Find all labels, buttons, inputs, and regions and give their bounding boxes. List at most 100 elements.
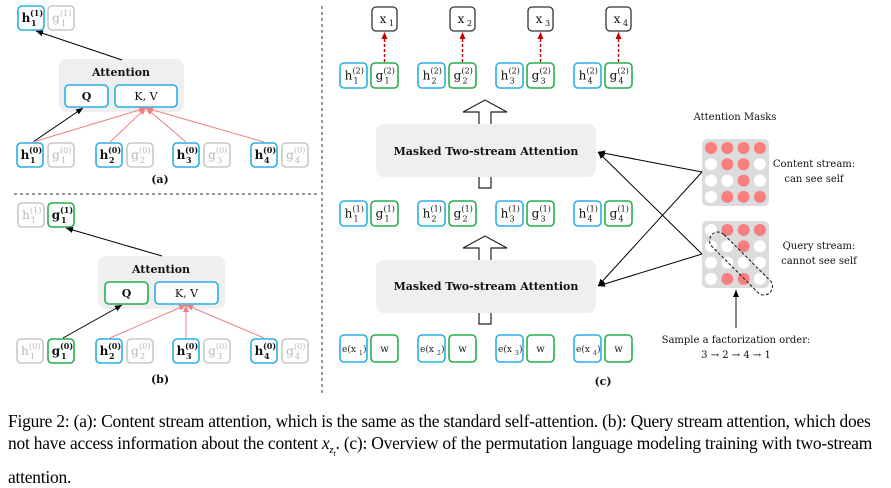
token-c-l2-h3-box (495, 62, 524, 89)
input-w-box-4 (604, 334, 633, 363)
content-mask-cell-4-3 (737, 190, 750, 203)
token-c-l1-g4-subscript: 4 (619, 215, 624, 224)
arrow-content-mask-to-upper (597, 150, 703, 173)
token-a-bottom-h2-superscript: (0) (108, 145, 121, 155)
token-a-bottom-g4-superscript: (0) (294, 146, 305, 155)
token-c-l1-h4-subscript: 4 (588, 215, 593, 224)
token-c-l1-h4-label: h (579, 207, 587, 221)
token-c-l2-g1-label: g (376, 69, 384, 83)
token-b-bottom-g2-label: g (131, 344, 139, 358)
input-embedding-paren-1: ) (363, 344, 367, 355)
token-b-bottom-h2-subscript: 2 (109, 351, 115, 361)
token-c-l1-g2-label: g (454, 207, 462, 221)
token-a-bottom-h1-superscript: (0) (29, 145, 42, 155)
token-c-l2-g4-label: g (610, 69, 618, 83)
output-subscript-x1: 1 (389, 19, 394, 28)
token-b-bottom-h3-label: h (177, 344, 186, 358)
token-c-l2-h2-box (417, 62, 446, 89)
query-mask-cell-4-1 (705, 272, 717, 285)
arrow-a-kv-3 (145, 107, 187, 143)
token-c-l2-h2-label: h (423, 69, 431, 83)
token-b-top-g1-label: g (52, 208, 61, 222)
kv-box-a (114, 84, 178, 108)
token-c-l1-g2-superscript: (1) (462, 205, 473, 214)
token-b-bottom-g3-subscript: 3 (217, 352, 222, 361)
token-c-l2-h3-label: h (501, 69, 509, 83)
token-c-l2-g3-label: g (532, 69, 540, 83)
block-arrow-lower-out (462, 235, 508, 260)
token-c-l2-h4-subscript: 4 (588, 77, 593, 86)
token-c-l2-g3-subscript: 3 (541, 77, 546, 86)
token-b-bottom-g3-label: g (208, 344, 216, 358)
token-a-bottom-h4-box (250, 142, 278, 168)
content-mask-cell-3-2 (721, 174, 734, 187)
q-label-b: Q (122, 287, 132, 300)
token-c-l2-h2-subscript: 2 (432, 77, 437, 86)
arrow-a-output (35, 30, 123, 61)
token-a-bottom-g3-label: g (208, 148, 216, 162)
token-b-bottom-h1-label: h (21, 344, 29, 358)
token-c-l1-g4-box (604, 200, 633, 227)
token-b-bottom-h3-box (172, 338, 200, 364)
input-embedding-box-3 (495, 334, 524, 363)
token-c-l1-h1-label: h (345, 207, 353, 221)
token-a-bottom-h3-label: h (177, 148, 186, 162)
output-label-x2: x (458, 12, 465, 26)
token-a-bottom-h3-superscript: (0) (185, 145, 198, 155)
token-a-bottom-g3-subscript: 3 (217, 156, 222, 165)
token-a-bottom-h3-subscript: 3 (186, 155, 192, 165)
token-a-bottom-h4-superscript: (0) (263, 145, 276, 155)
arrow-a-kv-1 (32, 107, 147, 143)
panel-label-b: (b) (151, 373, 169, 386)
token-a-top-g1-subscript: 1 (61, 19, 66, 28)
arrow-b-kv-1 (109, 304, 187, 339)
token-b-bottom-h1-box (16, 338, 44, 364)
token-b-bottom-g4-subscript: 4 (295, 352, 300, 361)
kv-label-b: K, V (175, 287, 199, 300)
token-c-l2-g2-subscript: 2 (463, 77, 468, 86)
kv-box-b (154, 281, 219, 305)
token-a-bottom-g1-subscript: 1 (61, 156, 66, 165)
token-c-l2-h1-subscript: 1 (354, 77, 359, 86)
input-embedding-subscript-1: 1 (359, 350, 363, 357)
input-w-box-3 (526, 334, 555, 363)
output-subscript-x3: 3 (545, 19, 550, 28)
arrow-content-mask-to-lower (597, 171, 703, 287)
input-embedding-paren-2: ) (441, 344, 445, 355)
token-c-l1-h3-label: h (501, 207, 509, 221)
token-c-l1-g1-superscript: (1) (384, 205, 395, 214)
diagonal-highlight (708, 231, 774, 296)
token-c-l2-h1-box (339, 62, 368, 89)
token-c-l1-h2-subscript: 2 (432, 215, 437, 224)
token-c-l1-g3-label: g (532, 207, 540, 221)
output-label-x4: x (614, 12, 621, 26)
panel-label-c: (c) (594, 375, 611, 388)
token-a-bottom-g2-box (126, 142, 154, 168)
query-mask-cell-1-4 (753, 224, 766, 236)
input-embedding-label-4: e(x (576, 344, 590, 355)
token-a-bottom-g2-superscript: (0) (139, 146, 150, 155)
token-c-l1-g2-subscript: 2 (463, 215, 468, 224)
token-c-l2-h1-label: h (345, 69, 353, 83)
content-mask-cell-3-3 (737, 174, 750, 187)
arrow-query-mask-to-upper (597, 151, 703, 255)
token-c-l1-h2-superscript: (1) (431, 205, 442, 214)
content-mask-cell-3-1 (705, 174, 717, 187)
token-a-top-g1-superscript: (1) (60, 9, 71, 18)
token-b-bottom-g1-label: g (52, 344, 61, 358)
q-box-b (104, 281, 149, 305)
arrow-query-mask-to-lower (597, 253, 703, 287)
input-w-label-1: w (380, 344, 389, 355)
token-c-l2-g3-box (526, 62, 555, 89)
